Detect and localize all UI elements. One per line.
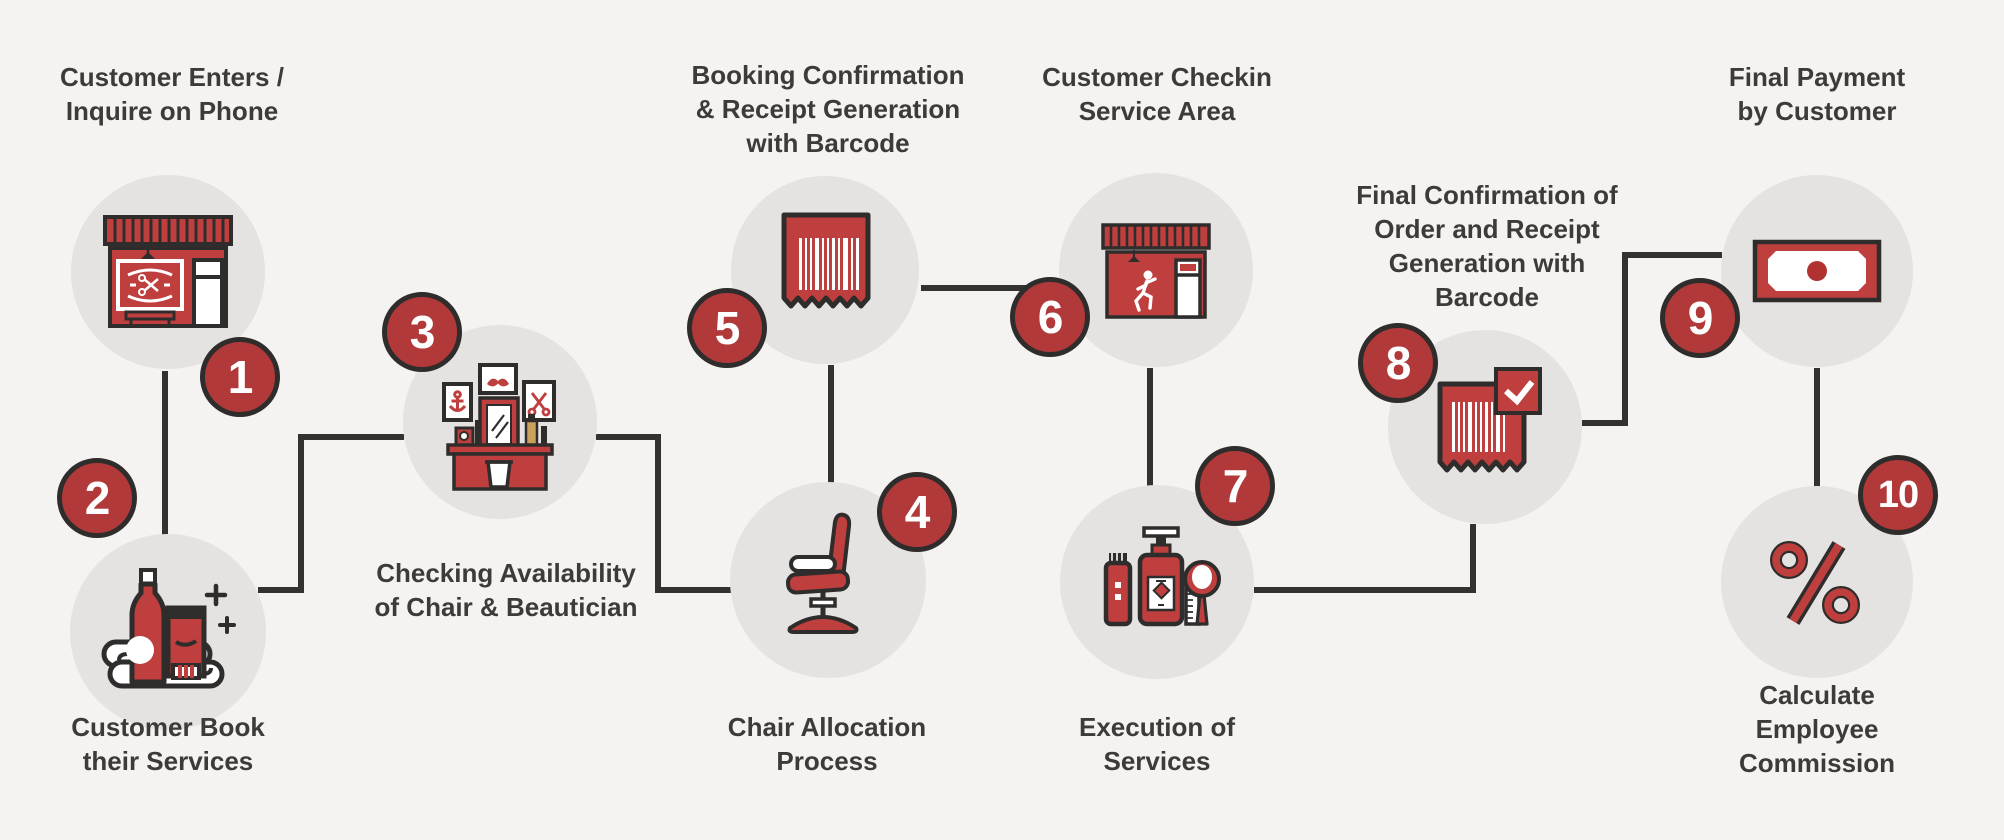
step-8-badge: 8 (1358, 323, 1438, 403)
connector-2-3 (258, 434, 404, 593)
step-2-label: Customer Book their Services (71, 712, 265, 776)
percent-icon (1770, 541, 1860, 625)
step-6-label: Customer Checkin Service Area (1042, 62, 1272, 126)
barcode-receipt-icon (781, 212, 871, 309)
step-7-number: 7 (1222, 460, 1249, 512)
barbershop-storefront-icon (103, 215, 233, 328)
step-10-badge: 10 (1858, 455, 1938, 535)
step-2-badge: 2 (57, 458, 137, 538)
step-1-label: Customer Enters / Inquire on Phone (60, 62, 284, 126)
step-7-badge: 7 (1195, 446, 1275, 526)
step-1-number: 1 (227, 351, 254, 403)
salon-station-icon (442, 363, 556, 491)
step-9-label: Final Payment by Customer (1728, 62, 1906, 126)
step-3-number: 3 (409, 306, 436, 358)
step-8-label: Final Confirmation of Order and Receipt … (1356, 180, 1618, 312)
step-10-number: 10 (1877, 474, 1919, 516)
step-5-badge: 5 (687, 288, 767, 368)
connector-8-9 (1582, 252, 1722, 426)
step-2-number: 2 (84, 472, 111, 524)
step-1-badge: 1 (200, 337, 280, 417)
step-8-number: 8 (1385, 337, 1412, 389)
step-9-number: 9 (1687, 292, 1714, 344)
step-9-badge: 9 (1660, 278, 1740, 358)
step-4-badge: 4 (877, 472, 957, 552)
step-7-label: Execution of Services (1078, 712, 1235, 776)
checkin-storefront-icon (1101, 223, 1211, 319)
step-3-badge: 3 (382, 292, 462, 372)
step-10-label: Calculate Employee Commission (1738, 680, 1896, 778)
step-5-label: Booking Confirmation & Receipt Generatio… (691, 60, 965, 158)
banknote-icon (1752, 239, 1882, 303)
salon-chair-icon (785, 512, 859, 634)
connector-7-8 (1254, 524, 1476, 593)
step-5-number: 5 (714, 302, 741, 354)
receipt-confirmed-icon (1437, 367, 1542, 473)
step-4-label: Chair Allocation Process (727, 712, 927, 776)
step-4-number: 4 (904, 486, 931, 538)
step-6-badge: 6 (1010, 277, 1090, 357)
connector-3-4 (596, 434, 731, 593)
step-6-number: 6 (1037, 291, 1064, 343)
grooming-tools-icon (1103, 526, 1221, 627)
step-3-label: Checking Availability of Chair & Beautic… (374, 558, 638, 622)
spa-products-icon (101, 568, 236, 689)
